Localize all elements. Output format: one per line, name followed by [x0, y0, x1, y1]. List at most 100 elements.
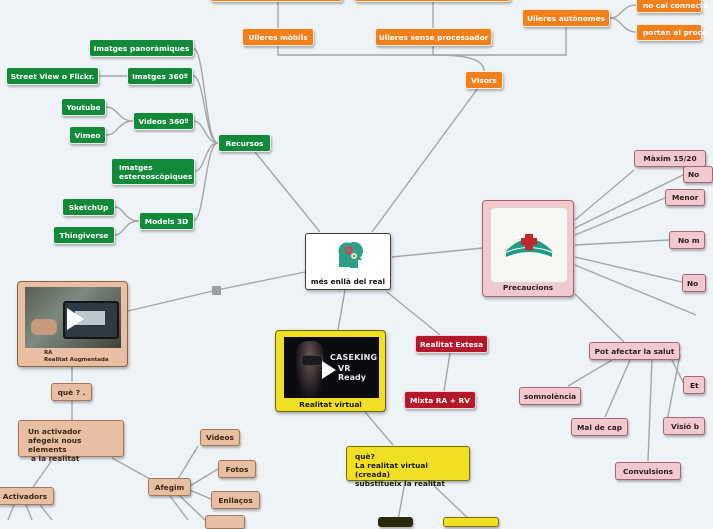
connectar-node[interactable]: no cal connecta — [636, 0, 708, 13]
recursos-node[interactable]: Recursos — [218, 134, 271, 152]
videos-node[interactable]: Videos — [200, 429, 240, 446]
vr-headset-visor — [301, 355, 323, 366]
link-rv-que — [364, 411, 394, 446]
play-icon-ra[interactable] — [67, 308, 84, 330]
rv-que-node[interactable]: què? La realitat virtual (creada) substi… — [346, 446, 470, 488]
ra-que-node[interactable]: què ? . — [51, 383, 92, 401]
ra-caption-2: Realitat Augmentada — [44, 357, 109, 363]
precaucions-label: Precaucions — [502, 283, 554, 292]
connector-lines — [7, 2, 697, 521]
head-gears-icon — [334, 241, 366, 271]
link-hub-mobils — [277, 45, 433, 56]
streetview-node[interactable]: Street View o Flickr. — [6, 67, 99, 85]
link-recursos-img360 — [192, 75, 219, 144]
activador-line2: afegeix nous elements — [28, 436, 82, 454]
ulleres-mobils-node[interactable]: Ulleres mòbils — [242, 28, 314, 46]
top-orange-right-node[interactable] — [354, 0, 511, 2]
central-topic-label: més enllà del real — [310, 277, 386, 286]
link-hub-autonomes — [433, 27, 567, 56]
link-central-precaucions — [391, 247, 484, 258]
link-afegim-enllacos — [189, 489, 212, 500]
ra-video-thumbnail[interactable] — [25, 287, 121, 348]
link-activadors-down — [7, 504, 15, 521]
videos360-node[interactable]: Videos 360º — [133, 112, 194, 130]
rv-child-left-node[interactable] — [378, 517, 413, 527]
rv-que-line1: què? — [355, 452, 375, 461]
vr-headset-person — [296, 341, 324, 397]
link-prec-pot — [574, 293, 625, 343]
link-pot-et — [671, 359, 685, 385]
somnolencia-node[interactable]: somnolència — [519, 387, 581, 405]
link-recursos-models3d — [192, 142, 219, 222]
ra-child-bottom-node[interactable] — [205, 515, 245, 529]
et-node[interactable]: Et — [683, 376, 705, 394]
link-prec-no1 — [574, 174, 684, 229]
link-autonomes-porten — [609, 17, 637, 33]
ra-caption-1: RA — [44, 350, 53, 356]
no-node-2[interactable]: No — [682, 274, 706, 292]
link-afegim-fotos — [189, 468, 219, 487]
activador-line1: Un activador — [28, 427, 82, 436]
realitat-extesa-node[interactable]: Realitat Extesa — [415, 335, 488, 353]
ulleres-sense-processador-node[interactable]: Ulleres sense processador — [375, 28, 492, 46]
maxim-node[interactable]: Màxim 15/20 — [634, 150, 706, 167]
link-recursos-estereo — [194, 142, 219, 172]
activador-line3: a la realitat — [31, 454, 80, 463]
afegim-node[interactable]: Afegim — [148, 478, 191, 496]
nurse-cap-icon — [502, 228, 556, 260]
panoramiques-node[interactable]: Imatges panoràmiques — [89, 39, 194, 57]
link-videos360-vimeo — [105, 120, 134, 136]
link-rvque-children — [397, 481, 406, 521]
central-topic[interactable]: més enllà del real — [305, 233, 391, 290]
vr-video-thumbnail[interactable]: CASEKING VR Ready — [284, 337, 379, 398]
link-rvque-children2 — [429, 481, 471, 521]
menors-node[interactable]: Menor — [665, 189, 705, 206]
visors-node[interactable]: Visors — [465, 71, 503, 89]
vimeo-node[interactable]: Vimeo — [69, 126, 106, 144]
link-activadors-down3 — [39, 504, 53, 521]
rv-child-right-node[interactable] — [443, 517, 499, 527]
no-m-node[interactable]: No m — [669, 231, 705, 249]
link-prec-no2 — [574, 256, 683, 283]
img360-node[interactable]: Imatges 360º — [127, 67, 193, 85]
rv-que-line3: substitueix la realitat — [355, 479, 445, 488]
play-icon[interactable] — [322, 361, 336, 379]
link-models3d-thingiverse — [114, 220, 140, 236]
collapse-handle[interactable] — [212, 286, 221, 295]
link-prec-extra — [574, 264, 697, 316]
link-central-visors — [371, 87, 479, 233]
realitat-virtual-node[interactable]: CASEKING VR Ready Realitat virtual — [275, 330, 386, 412]
link-afegim-videos — [177, 445, 199, 480]
precaucions-node[interactable]: Precaucions — [482, 200, 574, 297]
models3d-node[interactable]: Models 3D — [139, 212, 194, 230]
pot-afectar-salut-node[interactable]: Pot afectar la salut — [589, 342, 680, 360]
sketchup-node[interactable]: SketchUp — [62, 198, 115, 216]
activadors-node[interactable]: Activadors — [0, 487, 54, 505]
link-pot-visio — [665, 354, 681, 427]
thingiverse-node[interactable]: Thingiverse — [53, 226, 115, 244]
link-prec-nom — [574, 239, 670, 246]
vr-video-overlay-text: CASEKING — [330, 353, 378, 362]
link-recursos-videos360 — [192, 120, 219, 144]
convulsions-node[interactable]: Convulsions — [615, 462, 681, 480]
mixta-node[interactable]: Mixta RA + RV — [404, 391, 476, 409]
vr-video-overlay-text-2: VR Ready — [338, 364, 366, 382]
estereo-label: Imatges estereoscòpiques — [119, 162, 193, 181]
no-node-1[interactable]: No — [683, 166, 713, 183]
realitat-augmentada-node[interactable]: RA Realitat Augmentada — [17, 281, 128, 367]
ulleres-autonomes-node[interactable]: Ulleres autònomes — [522, 9, 610, 27]
enllacos-node[interactable]: Enllaços — [211, 491, 260, 509]
porten-node[interactable]: porten el proce — [636, 24, 707, 41]
estereo-node[interactable]: Imatges estereoscòpiques — [111, 158, 195, 185]
youtube-node[interactable]: Youtube — [61, 98, 106, 116]
mal-de-cap-node[interactable]: Mal de cap — [571, 418, 628, 436]
link-videos360-youtube — [105, 106, 134, 122]
top-orange-left-node[interactable] — [210, 0, 343, 2]
link-central-recursos — [254, 151, 321, 233]
visio-node[interactable]: Visió b — [663, 417, 705, 435]
activador-node[interactable]: Un activador afegeix nous elements a la … — [18, 420, 124, 463]
link-recursos-panoramiques — [192, 47, 219, 144]
link-visors-hub — [432, 54, 485, 72]
fotos-node[interactable]: Fotos — [218, 460, 256, 478]
